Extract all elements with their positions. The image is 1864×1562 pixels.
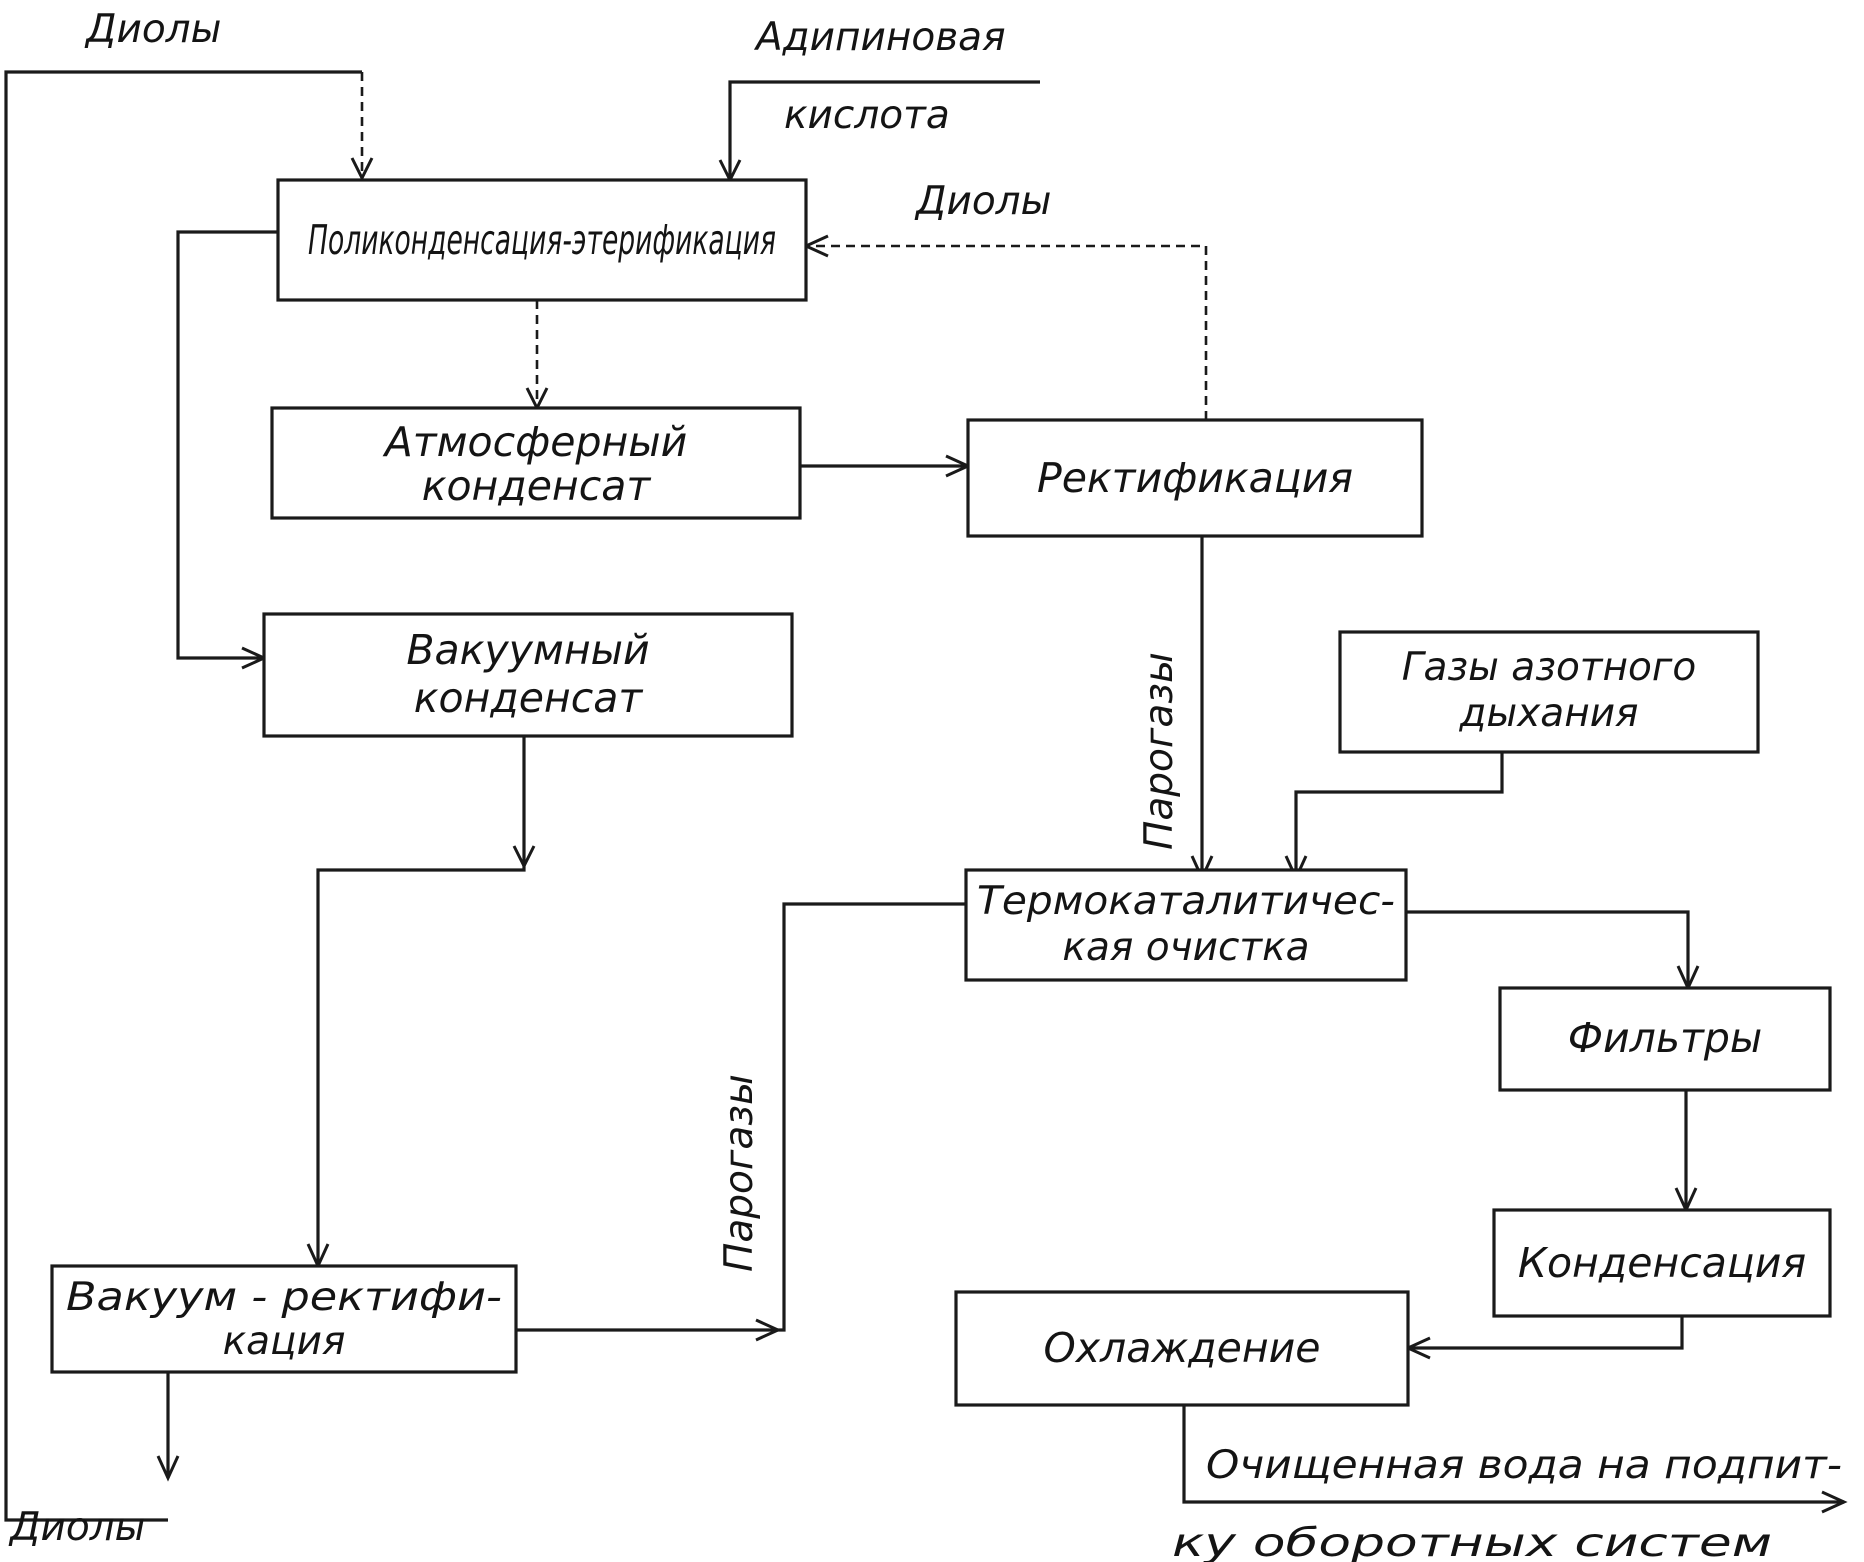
node-cooling-label: Охлаждение: [1043, 1324, 1320, 1372]
label-diols-bottom: Диолы: [8, 1505, 145, 1550]
node-thermocatalytic-line-1: Термокаталитичес-: [977, 879, 1395, 924]
node-cooling: Охлаждение: [954, 1290, 1410, 1407]
flow-labels: Диолы Адипиновая кислота Диолы Парогазы …: [8, 7, 1842, 1562]
node-atmospheric-condensate: Атмосферный конденсат: [270, 406, 802, 520]
node-nitrogen-gases-line-2: дыхания: [1458, 691, 1638, 736]
label-purified-water-line-1: Очищенная вода на подпит-: [1206, 1443, 1842, 1488]
vacuum-to-vacrect-arrowhead: [512, 845, 536, 870]
node-filters-label: Фильтры: [1568, 1014, 1763, 1062]
node-vacuum-rectification-line-1: Вакуум - ректифи-: [66, 1275, 502, 1320]
node-vacuum-condensate-line-2: конденсат: [414, 674, 644, 722]
node-polyesterification-label: Поликонденсация-этерификация: [308, 216, 776, 264]
label-steam-gases-right: Парогазы: [1137, 652, 1182, 850]
cool-to-output-line: [1182, 1405, 1844, 1504]
vacuum-to-vacrect-line: [316, 736, 526, 1266]
node-vacuum-rectification: Вакуум - ректифи- кация: [50, 1264, 518, 1374]
thermo-to-filters-line: [1406, 910, 1690, 988]
label-purified-water-line-2: ку оборотных систем: [1172, 1521, 1772, 1562]
node-vacuum-condensate-line-1: Вакуумный: [406, 626, 649, 674]
label-steam-gases-left: Парогазы: [717, 1074, 762, 1272]
poly-to-vacuum-line: [176, 230, 278, 660]
node-thermocatalytic-line-2: кая очистка: [1062, 925, 1309, 970]
diols-recycle-arrowhead: [350, 157, 374, 182]
cool-to-output-arrowhead: [1821, 1490, 1848, 1514]
node-atmospheric-condensate-line-2: конденсат: [422, 462, 652, 510]
adipic-acid-feed: [728, 80, 755, 180]
node-condensation: Конденсация: [1492, 1208, 1832, 1318]
label-diols-right: Диолы: [914, 179, 1051, 224]
connectors: [4, 70, 1848, 1522]
node-atmospheric-condensate-line-1: Атмосферный: [382, 418, 688, 466]
node-vacuum-rectification-line-2: кация: [223, 1319, 346, 1364]
cond-to-cool-line: [1408, 1316, 1684, 1350]
node-filters: Фильтры: [1498, 986, 1832, 1092]
node-thermocatalytic: Термокаталитичес- кая очистка: [964, 868, 1408, 982]
node-polyesterification: Поликонденсация-этерификация: [276, 178, 808, 302]
vacrect-to-thermo-line: [516, 902, 966, 1332]
label-adipic-acid-line-2: кислота: [784, 93, 950, 138]
node-nitrogen-gases-line-1: Газы азотного: [1402, 645, 1696, 690]
node-rectification-label: Ректификация: [1037, 454, 1353, 502]
node-rectification: Ректификация: [966, 418, 1424, 538]
diols-recycle-line: [4, 70, 362, 1522]
label-diols-top-left: Диолы: [84, 7, 221, 52]
label-adipic-acid-line-1: Адипиновая: [753, 15, 1006, 60]
vacrect-to-thermo-arrowhead: [755, 1318, 782, 1342]
node-nitrogen-gases: Газы азотного дыхания: [1338, 630, 1760, 754]
node-vacuum-condensate: Вакуумный конденсат: [262, 612, 794, 738]
nitrogen-to-thermo-line: [1294, 752, 1504, 878]
vacrect-to-diols-arrowhead: [156, 1455, 180, 1482]
node-condensation-label: Конденсация: [1518, 1239, 1806, 1287]
rect-to-poly-line: [806, 244, 1208, 420]
